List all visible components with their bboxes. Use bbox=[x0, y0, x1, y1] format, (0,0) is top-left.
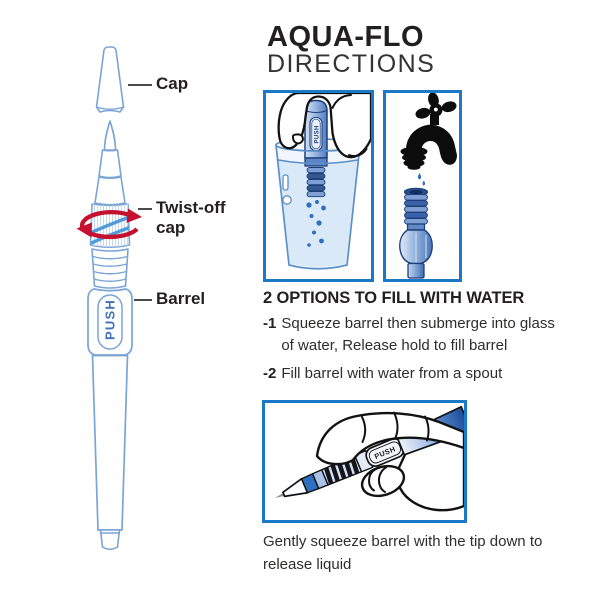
push-label-text: PUSH bbox=[314, 125, 320, 143]
panel-fill-from-spout bbox=[383, 90, 462, 282]
water-drop-icon bbox=[417, 173, 426, 186]
label-line-barrel bbox=[134, 299, 152, 301]
fill-in-glass-illustration: PUSH bbox=[275, 91, 373, 270]
panel-squeeze-to-release: PUSH bbox=[262, 400, 473, 523]
pen-exploded-diagram: PUSH bbox=[76, 46, 142, 551]
pen-ribs-shape bbox=[91, 248, 129, 289]
section-heading: 2 OPTIONS TO FILL WITH WATER bbox=[263, 289, 525, 307]
label-barrel: Barrel bbox=[156, 289, 206, 308]
pen-threads bbox=[404, 194, 428, 225]
label-line-cap bbox=[128, 84, 152, 86]
pen-lower-body-shape bbox=[91, 354, 129, 551]
water-fill bbox=[278, 160, 358, 267]
step-1: -1 Squeeze barrel then submerge into gla… bbox=[263, 313, 593, 356]
step-1-text: Squeeze barrel then submerge into glass … bbox=[281, 315, 555, 354]
water-bubbles bbox=[306, 200, 326, 247]
panel-fill-in-glass: PUSH bbox=[263, 90, 374, 282]
panel-caption: Gently squeeze barrel with the tip down … bbox=[263, 533, 543, 573]
pen-cap-shape bbox=[95, 46, 125, 113]
pen-barrel-shape: PUSH bbox=[87, 288, 133, 356]
step-2-text: Fill barrel with water from a spout bbox=[281, 365, 503, 382]
hand-icon bbox=[277, 91, 373, 159]
pen-nib-shape bbox=[103, 120, 117, 151]
hand-thumb bbox=[360, 464, 406, 498]
page-title: AQUA-FLO bbox=[267, 21, 425, 53]
faucet-icon bbox=[400, 92, 457, 170]
steps-list: -1 Squeeze barrel then submerge into gla… bbox=[263, 313, 593, 385]
twist-rotation-arrow-icon bbox=[76, 208, 142, 240]
label-cap: Cap bbox=[156, 74, 189, 93]
label-line-twist-off bbox=[138, 208, 152, 210]
pen-cone-sections bbox=[94, 149, 126, 206]
pen-threads bbox=[306, 167, 326, 198]
pen-in-glass: PUSH bbox=[304, 99, 328, 198]
squeeze-to-release-illustration: PUSH bbox=[275, 405, 473, 512]
push-label-text: PUSH bbox=[103, 299, 118, 340]
pen-under-spout bbox=[399, 187, 433, 279]
step-2-number: -2 bbox=[263, 365, 277, 382]
label-twist-off-cap: Twist-off cap bbox=[156, 198, 226, 237]
step-2: -2 Fill barrel with water from a spout bbox=[263, 363, 593, 385]
fill-from-spout-illustration bbox=[399, 92, 457, 279]
step-1-number: -1 bbox=[263, 315, 277, 332]
push-button-shape bbox=[97, 294, 123, 350]
hand-fingers bbox=[315, 411, 466, 466]
page-subtitle: DIRECTIONS bbox=[267, 50, 436, 78]
